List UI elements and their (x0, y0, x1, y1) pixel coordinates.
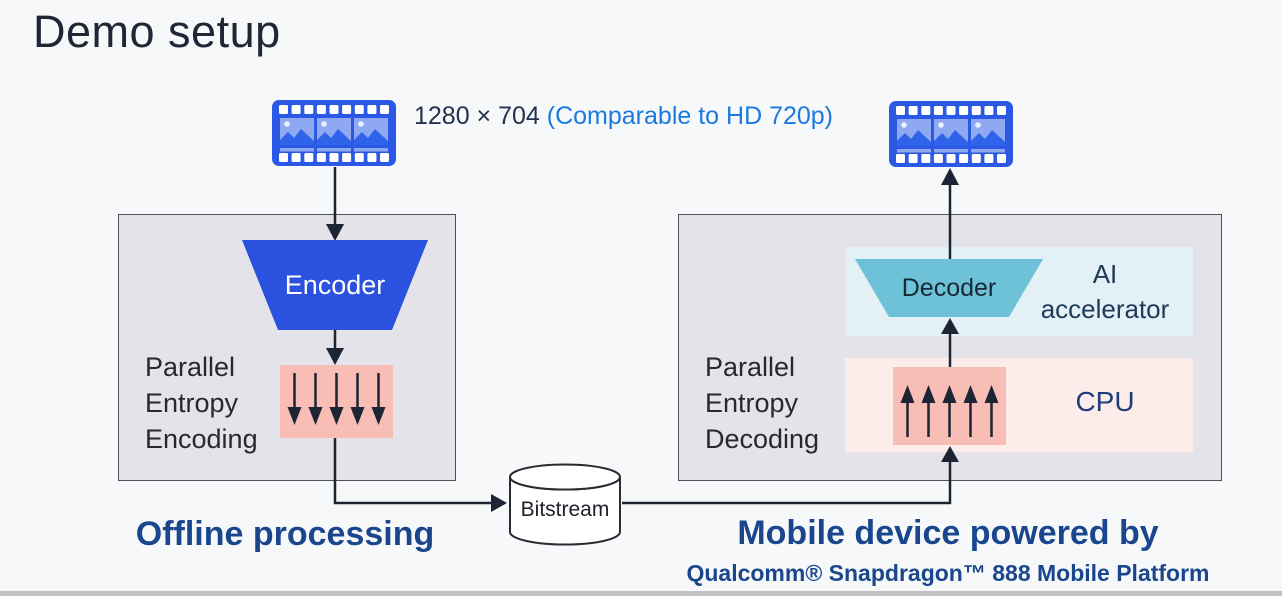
output-filmstrip-icon (889, 101, 1013, 167)
bitstream-label: Bitstream (520, 498, 610, 521)
resolution-note: (Comparable to HD 720p) (546, 102, 834, 130)
source-filmstrip-icon (272, 100, 396, 166)
resolution-label: 1280 × 704 (Comparable to HD 720p) (414, 102, 833, 131)
decoder-label: Decoder (901, 273, 997, 302)
five-up-arrows-icon (900, 385, 999, 437)
bitstream-cylinder: Bitstream (508, 462, 622, 547)
page-title: Demo setup (33, 6, 281, 57)
cylinder-icon (509, 463, 621, 546)
encoder-trapezoid: Encoder (242, 240, 428, 330)
five-down-arrows-icon (287, 373, 386, 425)
mobile-device-caption: Mobile device powered by (737, 514, 1159, 552)
entropy-encoding-block (280, 365, 393, 438)
cpu-label: CPU (1075, 386, 1135, 417)
slide-bottom-edge (0, 591, 1282, 596)
parallel-entropy-decoding-label: Parallel Entropy Decoding (705, 352, 820, 454)
parallel-entropy-encoding-label: Parallel Entropy Encoding (145, 352, 258, 454)
ai-accelerator-label: AI accelerator (1040, 259, 1170, 324)
offline-processing-caption: Offline processing (135, 515, 435, 553)
snapdragon-platform-caption: Qualcomm® Snapdragon™ 888 Mobile Platfor… (686, 560, 1210, 586)
decoder-trapezoid: Decoder (855, 259, 1043, 317)
resolution-value: 1280 × 704 (414, 102, 547, 130)
entropy-decoding-block (893, 367, 1006, 445)
encoder-label: Encoder (284, 269, 386, 300)
